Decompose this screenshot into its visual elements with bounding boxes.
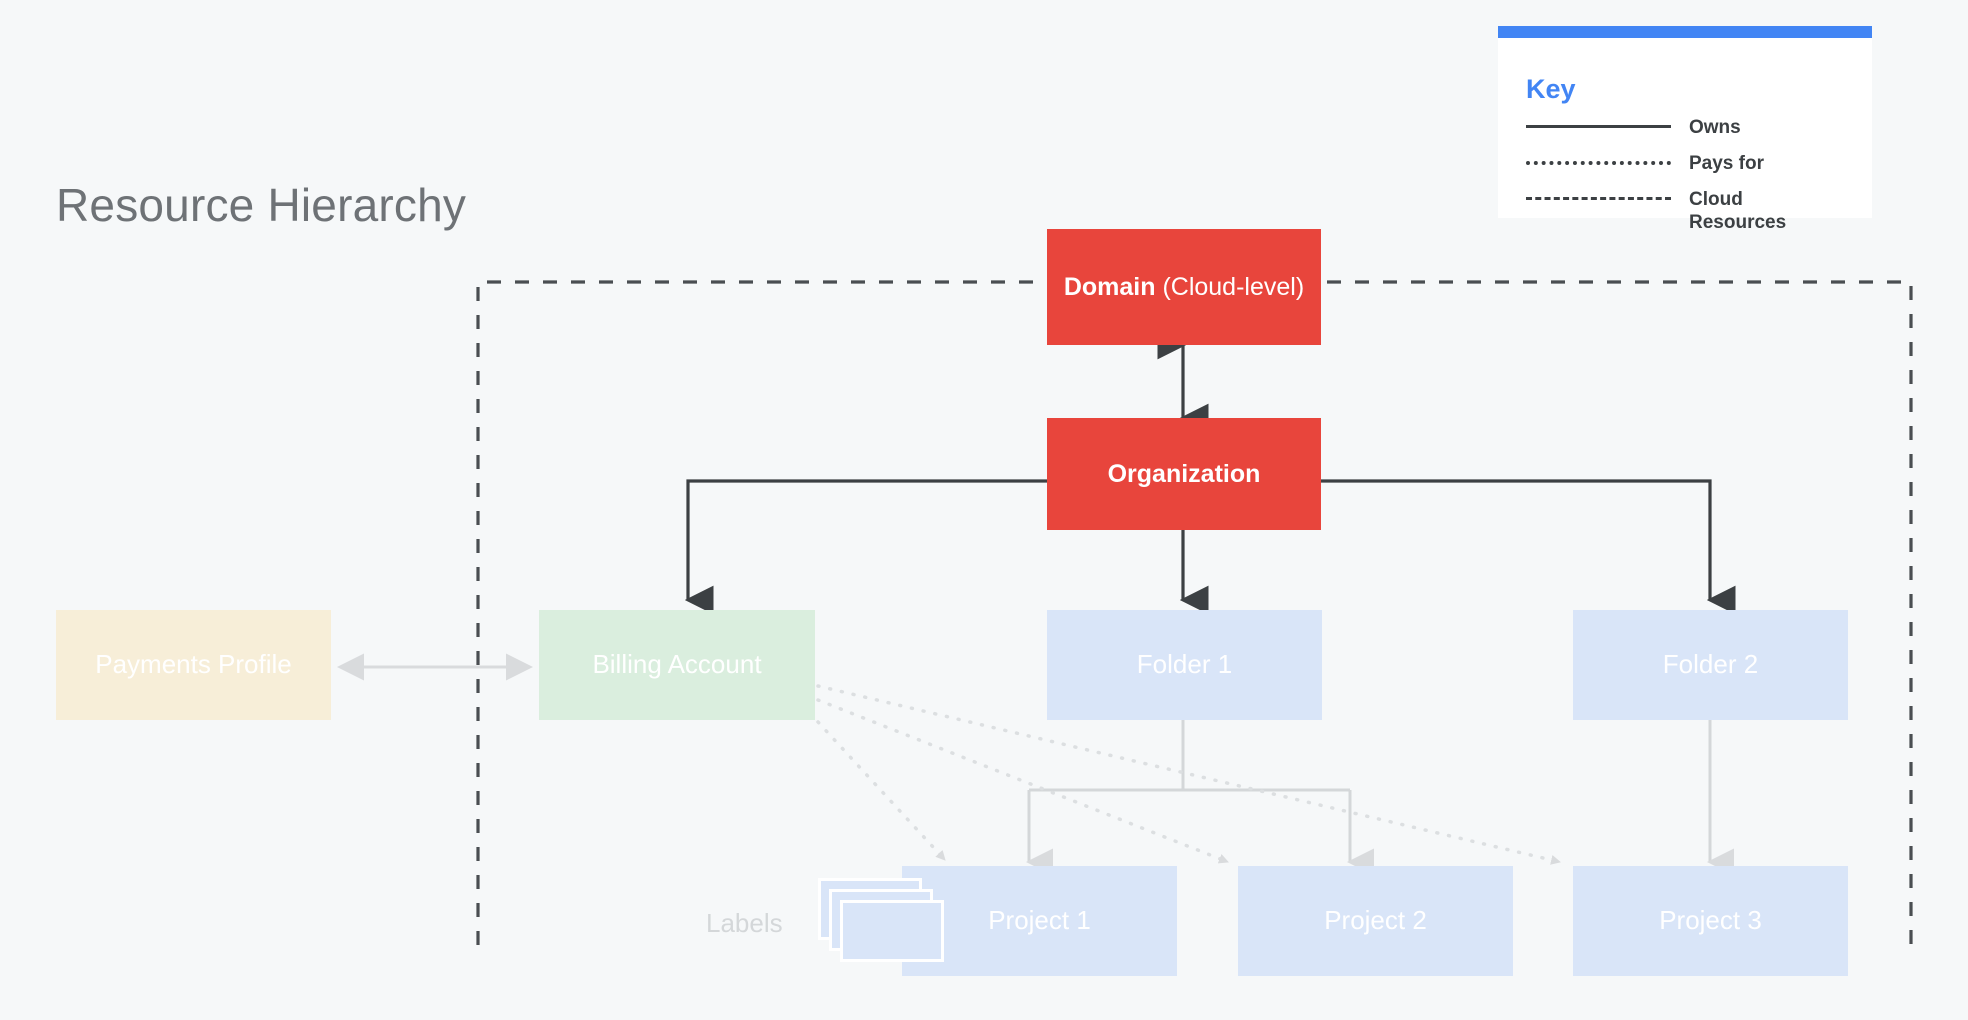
- node-project-1[interactable]: Project 1: [902, 866, 1177, 976]
- key-title: Key: [1526, 74, 1576, 104]
- node-organization-label: Organization: [1107, 460, 1261, 488]
- label-card-front: [840, 900, 944, 962]
- node-folder-2[interactable]: Folder 2: [1573, 610, 1848, 720]
- labels-caption: Labels: [706, 908, 783, 938]
- node-domain-label: Domain (Cloud-level): [1064, 272, 1304, 302]
- edge-billing-pays-project1: [816, 720, 947, 862]
- edge-billing-pays-project2: [816, 698, 1230, 864]
- node-project-2-label: Project 2: [1324, 905, 1427, 936]
- node-organization[interactable]: Organization: [1047, 418, 1321, 530]
- key-label-cloud-resources: Cloud Resources: [1689, 188, 1787, 234]
- key-panel: Key Owns Pays for Cloud Resources: [1498, 26, 1872, 233]
- dashed-line-icon: [1526, 188, 1671, 208]
- node-project-2[interactable]: Project 2: [1238, 866, 1513, 976]
- edge-folder1-projects: [1027, 720, 1352, 862]
- node-domain[interactable]: Domain (Cloud-level): [1047, 229, 1321, 345]
- key-accent-bar: [1498, 26, 1872, 38]
- node-project-3-label: Project 3: [1659, 905, 1762, 936]
- key-row-owns: Owns: [1526, 116, 1856, 140]
- edge-organization-billing-account: [684, 479, 1047, 615]
- solid-line-icon: [1526, 116, 1671, 136]
- node-folder-2-label: Folder 2: [1662, 649, 1759, 680]
- node-payments-profile-label: Payments Profile: [95, 649, 292, 680]
- node-billing-account[interactable]: Billing Account: [539, 610, 815, 720]
- node-domain-label-lead: Domain: [1063, 273, 1156, 301]
- node-folder-1[interactable]: Folder 1: [1047, 610, 1322, 720]
- node-payments-profile[interactable]: Payments Profile: [56, 610, 331, 720]
- node-folder-1-label: Folder 1: [1136, 649, 1233, 680]
- key-label-pays-for: Pays for: [1689, 152, 1764, 174]
- labels-stack-icon[interactable]: [818, 878, 948, 968]
- key-rows: Owns Pays for Cloud Resources: [1526, 116, 1856, 247]
- key-label-owns: Owns: [1689, 117, 1741, 138]
- key-row-cloud-resources: Cloud Resources: [1526, 188, 1856, 236]
- edge-organization-folder2: [1320, 479, 1736, 615]
- key-row-pays-for: Pays for: [1526, 152, 1856, 176]
- node-project-1-label: Project 1: [988, 905, 1091, 936]
- node-domain-label-tail: (Cloud-level): [1155, 273, 1305, 301]
- dotted-line-icon: [1526, 152, 1671, 172]
- node-billing-account-label: Billing Account: [592, 649, 762, 680]
- page-title: Resource Hierarchy: [56, 179, 467, 231]
- node-project-3[interactable]: Project 3: [1573, 866, 1848, 976]
